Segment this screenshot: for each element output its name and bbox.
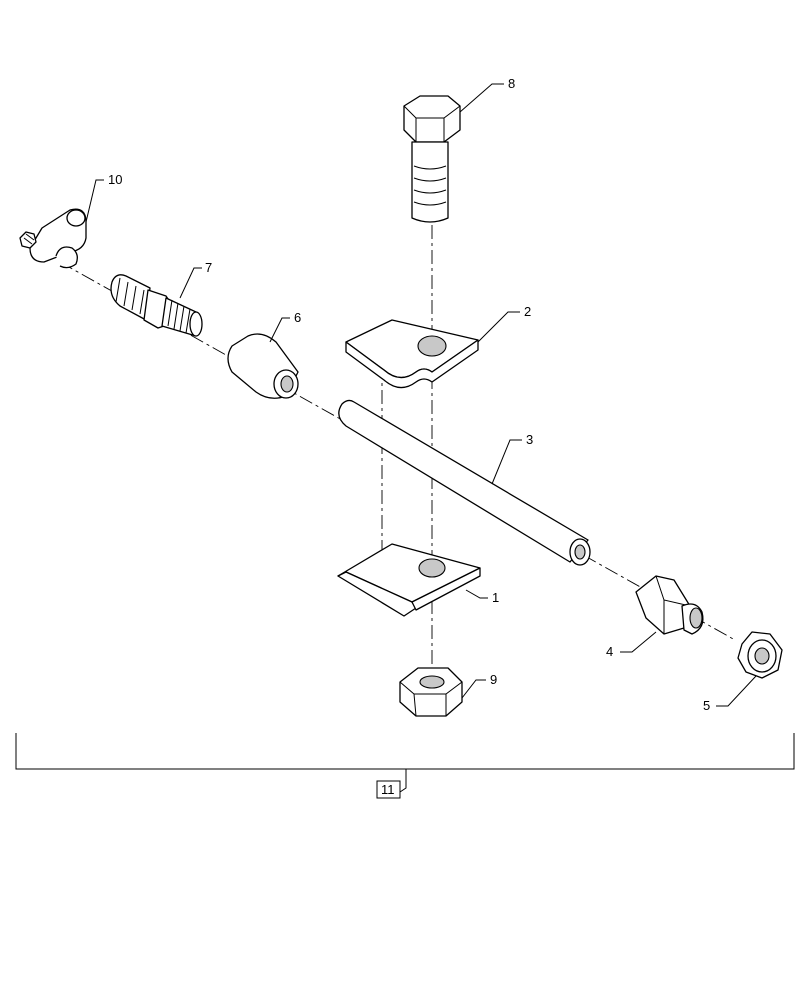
hex-nut-icon bbox=[399, 667, 463, 717]
callout-11: 11 bbox=[381, 782, 395, 797]
assembly-bracket-icon bbox=[15, 733, 795, 799]
callout-8: 8 bbox=[508, 76, 515, 91]
callout-10: 10 bbox=[108, 172, 122, 187]
fitting-adapter-icon bbox=[635, 575, 704, 635]
callout-11-box bbox=[376, 780, 401, 799]
hex-bolt-icon bbox=[403, 95, 461, 223]
callout-1: 1 bbox=[492, 590, 499, 605]
lock-nut-icon bbox=[737, 631, 783, 679]
callout-6: 6 bbox=[294, 310, 301, 325]
callout-4: 4 bbox=[606, 644, 613, 659]
tube-icon bbox=[338, 399, 591, 566]
lower-clamp-plate-icon bbox=[337, 543, 481, 617]
callout-3: 3 bbox=[526, 432, 533, 447]
callout-7: 7 bbox=[205, 260, 212, 275]
callout-5: 5 bbox=[703, 698, 710, 713]
callout-2: 2 bbox=[524, 304, 531, 319]
hose-clamp-icon bbox=[19, 208, 87, 269]
callout-9: 9 bbox=[490, 672, 497, 687]
upper-clamp-plate-icon bbox=[345, 319, 479, 389]
sleeve-icon bbox=[227, 333, 299, 399]
leader-lines bbox=[85, 83, 757, 707]
hose-barb-fitting-icon bbox=[110, 274, 203, 337]
